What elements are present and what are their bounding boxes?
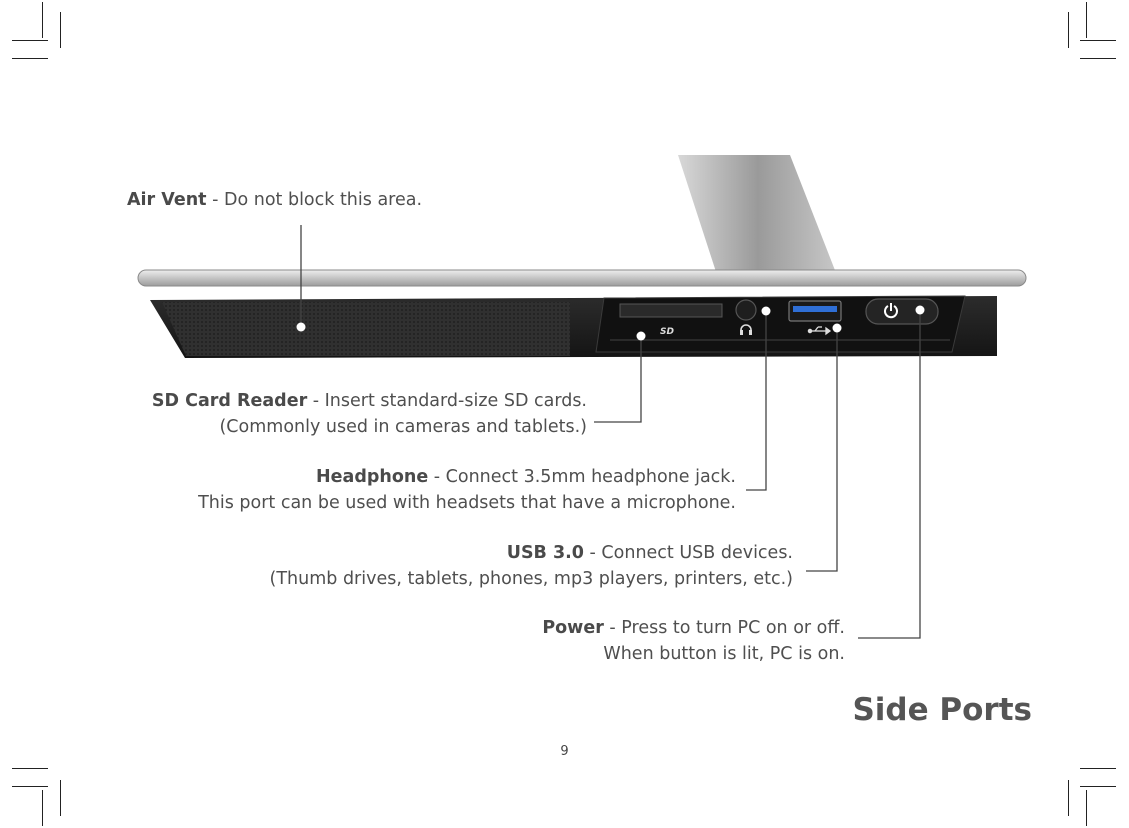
callout-line-headphone (746, 311, 767, 491)
sd-card-desc: - Insert standard-size SD cards. (307, 391, 587, 411)
crop-mark (12, 58, 48, 59)
air-vent-desc: - Do not block this area. (206, 190, 423, 210)
power-icon (884, 303, 898, 319)
usb-name: USB 3.0 (506, 543, 584, 563)
crop-mark (1080, 40, 1116, 41)
crop-mark (1080, 58, 1116, 59)
crop-mark (1086, 2, 1087, 38)
air-vent-name: Air Vent (127, 190, 207, 210)
headphone-desc: - Connect 3.5mm headphone jack. (428, 467, 736, 487)
headphone-icon (740, 324, 752, 335)
usb-line2: (Thumb drives, tablets, phones, mp3 play… (269, 569, 793, 589)
sd-logo-icon: SD (660, 327, 674, 337)
headphone-jack (735, 299, 757, 321)
power-desc: - Press to turn PC on or off. (603, 618, 845, 638)
crop-mark (60, 12, 61, 48)
sd-card-label: SD Card Reader - Insert standard-size SD… (152, 388, 587, 440)
crop-mark (1068, 12, 1069, 48)
svg-text:SD: SD (660, 327, 674, 337)
power-button (865, 298, 939, 325)
power-name: Power (542, 618, 604, 638)
callout-dot-air-vent (296, 322, 306, 332)
stand (678, 155, 838, 278)
device-top-edge (137, 269, 1027, 287)
crop-mark (1080, 786, 1116, 787)
crop-mark (1068, 780, 1069, 816)
air-vent-mesh (162, 302, 570, 356)
callout-line-usb (806, 328, 838, 572)
power-line2: When button is lit, PC is on. (603, 644, 845, 664)
usb-label: USB 3.0 - Connect USB devices. (Thumb dr… (270, 540, 793, 592)
crop-mark (1086, 790, 1087, 826)
callout-dot-usb (832, 323, 842, 333)
power-label: Power - Press to turn PC on or off. When… (542, 615, 845, 667)
callout-line-sd-card (594, 336, 642, 423)
callout-line-power (858, 310, 921, 639)
crop-mark (12, 786, 48, 787)
air-vent-label: Air Vent - Do not block this area. (127, 187, 422, 213)
callout-dot-power (915, 305, 925, 315)
headphone-label: Headphone - Connect 3.5mm headphone jack… (198, 464, 736, 516)
sd-card-line2: (Commonly used in cameras and tablets.) (219, 417, 587, 437)
crop-mark (42, 2, 43, 38)
crop-mark (12, 768, 48, 769)
crop-mark (12, 40, 48, 41)
sd-card-slot (619, 303, 723, 318)
callout-dot-headphone (761, 306, 771, 316)
crop-mark (1080, 768, 1116, 769)
page-number: 9 (560, 744, 569, 759)
crop-mark (42, 790, 43, 826)
headphone-line2: This port can be used with headsets that… (198, 493, 736, 513)
headphone-name: Headphone (316, 467, 429, 487)
usb-icon (807, 326, 832, 336)
usb-port-insert (793, 306, 837, 312)
usb-desc: - Connect USB devices. (583, 543, 793, 563)
sd-card-name: SD Card Reader (151, 391, 308, 411)
callout-dot-sd-card (636, 331, 646, 341)
crop-mark (60, 780, 61, 816)
page-title: Side Ports (852, 692, 1032, 728)
